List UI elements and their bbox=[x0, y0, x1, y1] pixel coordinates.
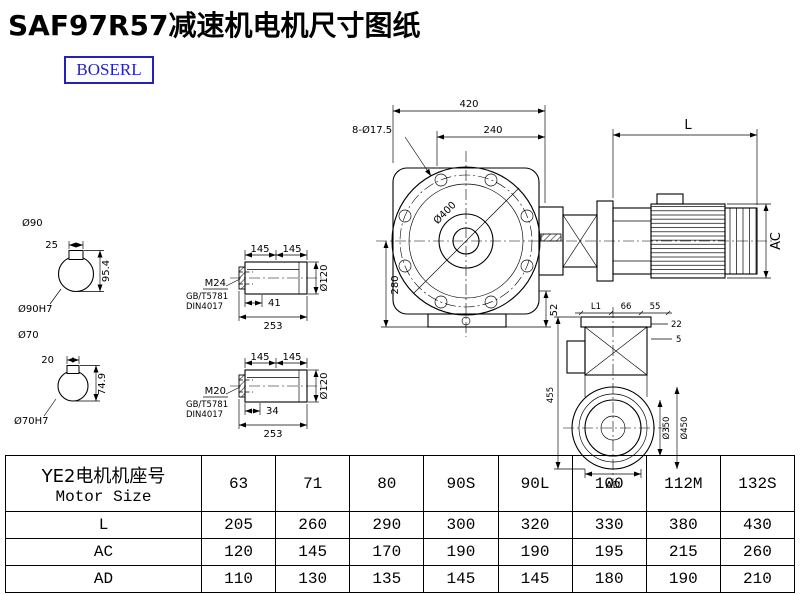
cell-L-2: 290 bbox=[349, 511, 425, 539]
cell-L-0: 205 bbox=[200, 511, 277, 539]
dim-66: 66 bbox=[621, 302, 632, 312]
cell-AC-4: 190 bbox=[497, 538, 573, 566]
shaft-view-m24: 145 145 Ø120 M24 GB/T5781 DIN4017 41 253 bbox=[186, 244, 330, 332]
dim-dia-90: Ø90 bbox=[22, 217, 43, 229]
cell-AC-0: 120 bbox=[200, 538, 277, 566]
bore-section-90: 25 Ø90 95.4 Ø90H7 bbox=[18, 217, 112, 315]
size-col-3: 90S bbox=[423, 455, 499, 512]
cell-AD-4: 145 bbox=[497, 565, 573, 593]
boserl-logo: BOSERL bbox=[64, 56, 154, 84]
dim-350: Ø350 bbox=[661, 417, 672, 440]
cell-L-3: 300 bbox=[423, 511, 499, 539]
dim-455: 455 bbox=[546, 387, 556, 403]
dim-motor-ac: AC bbox=[769, 232, 784, 250]
dim-sh1-len2: 145 bbox=[282, 244, 301, 255]
dim-sh2-std2: DIN4017 bbox=[186, 410, 223, 420]
dim-5: 5 bbox=[676, 335, 681, 345]
dim-sh2-total: 253 bbox=[263, 429, 282, 440]
dim-55: 55 bbox=[650, 302, 661, 312]
dim-sh2-std1: GB/T5781 bbox=[186, 400, 228, 410]
cell-AD-5: 180 bbox=[571, 565, 647, 593]
dim-sh2-len1: 145 bbox=[250, 352, 269, 363]
cell-L-7: 430 bbox=[719, 511, 796, 539]
cell-AD-3: 145 bbox=[423, 565, 499, 593]
header-cn: YE2电机机座号 bbox=[41, 465, 166, 487]
dim-sh2-dia: Ø120 bbox=[318, 373, 330, 400]
boserl-logo-text: BOSERL bbox=[76, 60, 142, 79]
dim-motor-length: L bbox=[684, 118, 692, 133]
dim-main-height: 280 bbox=[390, 275, 401, 294]
size-col-4: 90L bbox=[497, 455, 573, 512]
table-row-L: L 205 260 290 300 320 330 380 430 bbox=[5, 511, 796, 539]
dim-keyw-90: 25 bbox=[45, 240, 58, 251]
table-header-row: YE2电机机座号 Motor Size 63 71 80 90S 90L 100… bbox=[5, 455, 796, 512]
bore-section-70: 20 Ø70 74.9 Ø70H7 bbox=[14, 329, 108, 427]
row-label-AC: AC bbox=[5, 538, 202, 566]
cell-AD-2: 135 bbox=[349, 565, 425, 593]
size-col-1: 71 bbox=[275, 455, 351, 512]
size-col-6: 112M bbox=[645, 455, 721, 512]
cell-L-4: 320 bbox=[497, 511, 573, 539]
dim-22: 22 bbox=[671, 320, 682, 330]
dim-sh1-std1: GB/T5781 bbox=[186, 292, 228, 302]
page-title: SAF97R57减速机电机尺寸图纸 bbox=[8, 9, 421, 42]
header-en: Motor Size bbox=[55, 487, 152, 506]
main-flange-view: Ø400 420 240 8-Ø17.5 280 52 bbox=[352, 99, 774, 337]
size-col-5: 100 bbox=[571, 455, 647, 512]
cell-AC-6: 215 bbox=[645, 538, 721, 566]
row-label-AD: AD bbox=[5, 565, 202, 593]
cell-AD-1: 130 bbox=[275, 565, 351, 593]
row-label-L: L bbox=[5, 511, 202, 539]
size-col-2: 80 bbox=[349, 455, 425, 512]
size-col-7: 132S bbox=[719, 455, 796, 512]
dim-keyw-70: 20 bbox=[41, 355, 54, 366]
motor-side-view: L AC bbox=[538, 118, 784, 282]
table-row-AC: AC 120 145 170 190 190 195 215 260 bbox=[5, 538, 796, 566]
dim-flange-dia: Ø400 bbox=[431, 199, 459, 227]
cell-L-6: 380 bbox=[645, 511, 721, 539]
dim-bore-90: Ø90H7 bbox=[18, 303, 52, 315]
motor-size-header-cell: YE2电机机座号 Motor Size bbox=[5, 455, 202, 512]
dim-450: Ø450 bbox=[679, 417, 690, 440]
dim-sh1-std2: DIN4017 bbox=[186, 302, 223, 312]
cell-AC-3: 190 bbox=[423, 538, 499, 566]
dim-bolt-holes: 8-Ø17.5 bbox=[352, 124, 392, 136]
shaft-view-m20: 145 145 Ø120 M20 GB/T5781 DIN4017 34 253 bbox=[186, 352, 330, 440]
cell-L-1: 260 bbox=[275, 511, 351, 539]
dim-sh1-len1: 145 bbox=[250, 244, 269, 255]
dim-l1: L1 bbox=[591, 302, 601, 312]
dim-sh1-dia: Ø120 bbox=[318, 265, 330, 292]
dim-sh2-thread: M20 bbox=[205, 386, 226, 397]
motor-size-table: YE2电机机座号 Motor Size 63 71 80 90S 90L 100… bbox=[5, 455, 796, 593]
technical-drawing: 25 Ø90 95.4 Ø90H7 20 Ø70 74.9 Ø70H7 145 … bbox=[14, 99, 784, 491]
dim-depth-70: 74.9 bbox=[97, 373, 108, 395]
dim-depth-90: 95.4 bbox=[101, 260, 112, 282]
dim-sh2-len2: 145 bbox=[282, 352, 301, 363]
dim-sh1-thread: M24 bbox=[205, 278, 226, 289]
cell-AC-7: 260 bbox=[719, 538, 796, 566]
dim-sh1-total: 253 bbox=[263, 321, 282, 332]
dim-sh1-key: 41 bbox=[268, 298, 281, 309]
cell-AD-0: 110 bbox=[200, 565, 277, 593]
cell-AC-2: 170 bbox=[349, 538, 425, 566]
dim-sh2-key: 34 bbox=[266, 406, 279, 417]
size-col-0: 63 bbox=[200, 455, 277, 512]
cell-AD-6: 190 bbox=[645, 565, 721, 593]
table-row-AD: AD 110 130 135 145 145 180 190 210 bbox=[5, 565, 796, 593]
cell-AD-7: 210 bbox=[719, 565, 796, 593]
dim-bore-70: Ø70H7 bbox=[14, 415, 48, 427]
cell-L-5: 330 bbox=[571, 511, 647, 539]
dim-main-inner-width: 240 bbox=[483, 125, 502, 136]
dim-foot: 52 bbox=[549, 304, 560, 317]
dim-dia-70: Ø70 bbox=[18, 329, 39, 341]
cell-AC-1: 145 bbox=[275, 538, 351, 566]
dim-main-width: 420 bbox=[459, 99, 478, 110]
cell-AC-5: 195 bbox=[571, 538, 647, 566]
